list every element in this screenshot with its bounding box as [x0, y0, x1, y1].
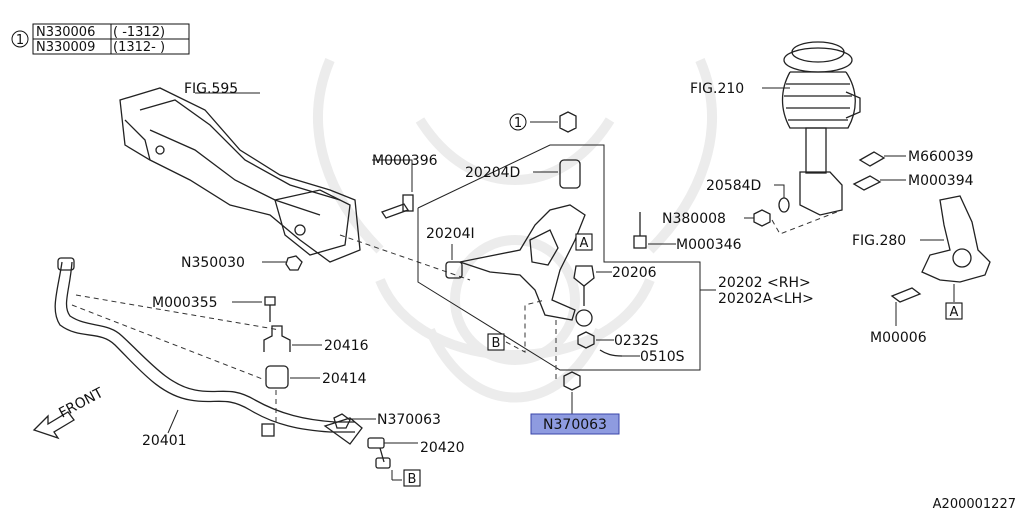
- label-fig595[interactable]: FIG.595: [184, 81, 238, 97]
- bolt-m000355[interactable]: [232, 296, 276, 322]
- label-fig280[interactable]: FIG.280: [852, 233, 906, 249]
- label-20204i[interactable]: 20204I: [426, 226, 475, 242]
- dash-crossmember-arm: [339, 234, 471, 281]
- nut-n370063-link[interactable]: [333, 413, 376, 429]
- arm-box-outline-lower: [417, 208, 701, 371]
- label-20584d[interactable]: 20584D: [706, 178, 761, 194]
- svg-text:1: 1: [514, 116, 522, 131]
- label-0232s[interactable]: 0232S: [614, 333, 659, 349]
- label-20416[interactable]: 20416: [324, 338, 369, 354]
- bracket-20416[interactable]: [263, 325, 322, 352]
- crossmember-drawing: [119, 87, 361, 263]
- arm-box-outline-upper: [417, 144, 701, 290]
- legend-marker: 1: [16, 33, 24, 48]
- leader-20401: [167, 409, 179, 434]
- label-m000346[interactable]: M000346: [676, 237, 742, 253]
- label-20202a-lh[interactable]: 20202A<LH>: [718, 291, 814, 307]
- bolt-m00006[interactable]: [890, 287, 922, 326]
- bolt-m000394[interactable]: [852, 175, 906, 191]
- svg-text:A: A: [580, 236, 589, 251]
- label-0510s[interactable]: 0510S: [640, 349, 685, 365]
- label-20206[interactable]: 20206: [612, 265, 657, 281]
- label-fig210[interactable]: FIG.210: [690, 81, 744, 97]
- label-n350030[interactable]: N350030: [181, 255, 245, 271]
- leader-m000396: [372, 159, 413, 170]
- knuckle-drawing: [921, 195, 991, 283]
- svg-text:B: B: [408, 472, 417, 487]
- pin-0510s[interactable]: [599, 349, 640, 357]
- label-n380008[interactable]: N380008: [662, 211, 726, 227]
- legend-table: 1 N330006 ( -1312) N330009 (1312- ): [11, 23, 190, 55]
- svg-text:A: A: [950, 305, 959, 320]
- link-20420[interactable]: [367, 437, 418, 469]
- label-front: FRONT: [56, 385, 106, 422]
- nut-circled-1[interactable]: 1: [509, 111, 577, 133]
- bolt-m660039[interactable]: [858, 151, 906, 167]
- bushing-20414[interactable]: [265, 365, 320, 389]
- nut-n380008[interactable]: [744, 209, 843, 235]
- label-20401[interactable]: 20401: [142, 433, 187, 449]
- dash-stab-2: [71, 304, 266, 381]
- label-m660039[interactable]: M660039: [908, 149, 974, 165]
- ref-box-a-arm[interactable]: A: [575, 233, 593, 251]
- nut-0232s[interactable]: [577, 331, 614, 349]
- strut-assembly-drawing: [781, 41, 861, 216]
- legend-row-1-range: ( -1312): [113, 25, 165, 40]
- ref-box-a-knuckle[interactable]: A: [945, 284, 963, 320]
- label-20204d[interactable]: 20204D: [465, 165, 520, 181]
- label-20420[interactable]: 20420: [420, 440, 465, 456]
- legend-row-2-range: (1312- ): [113, 40, 165, 55]
- watermark-emblem: [313, 58, 717, 403]
- stabilizer-bar-drawing: [54, 257, 363, 445]
- label-m000394[interactable]: M000394: [908, 173, 974, 189]
- lower-control-arm-drawing: [445, 204, 586, 321]
- label-20202-rh[interactable]: 20202 <RH>: [718, 275, 811, 291]
- bolt-m000396[interactable]: [381, 170, 414, 219]
- bushing-20204d[interactable]: [533, 159, 581, 189]
- svg-text:B: B: [492, 336, 501, 351]
- label-m000396[interactable]: M000396: [372, 153, 438, 169]
- label-n370063-selected[interactable]: N370063: [543, 417, 607, 433]
- label-n370063-link[interactable]: N370063: [377, 412, 441, 428]
- nut-n350030[interactable]: [285, 255, 303, 271]
- label-20414[interactable]: 20414: [322, 371, 367, 387]
- dash-stab-1: [75, 294, 281, 331]
- ref-box-b-arm[interactable]: B: [487, 299, 546, 353]
- washer-20584d[interactable]: [774, 184, 790, 213]
- nut-n370063-selected[interactable]: [555, 320, 581, 414]
- label-m00006[interactable]: M00006: [870, 330, 927, 346]
- diagram-id: A200001227: [933, 497, 1016, 512]
- ref-box-b-lower[interactable]: B: [391, 469, 421, 487]
- ball-joint-20206[interactable]: [573, 265, 612, 327]
- legend-row-2-part[interactable]: N330009: [36, 40, 95, 55]
- label-m000355[interactable]: M000355: [152, 295, 218, 311]
- bolt-m000346[interactable]: [633, 212, 676, 249]
- front-direction-arrow: FRONT: [32, 385, 106, 440]
- selected-part-highlight[interactable]: N370063: [530, 413, 620, 435]
- legend-row-1-part[interactable]: N330006: [36, 25, 95, 40]
